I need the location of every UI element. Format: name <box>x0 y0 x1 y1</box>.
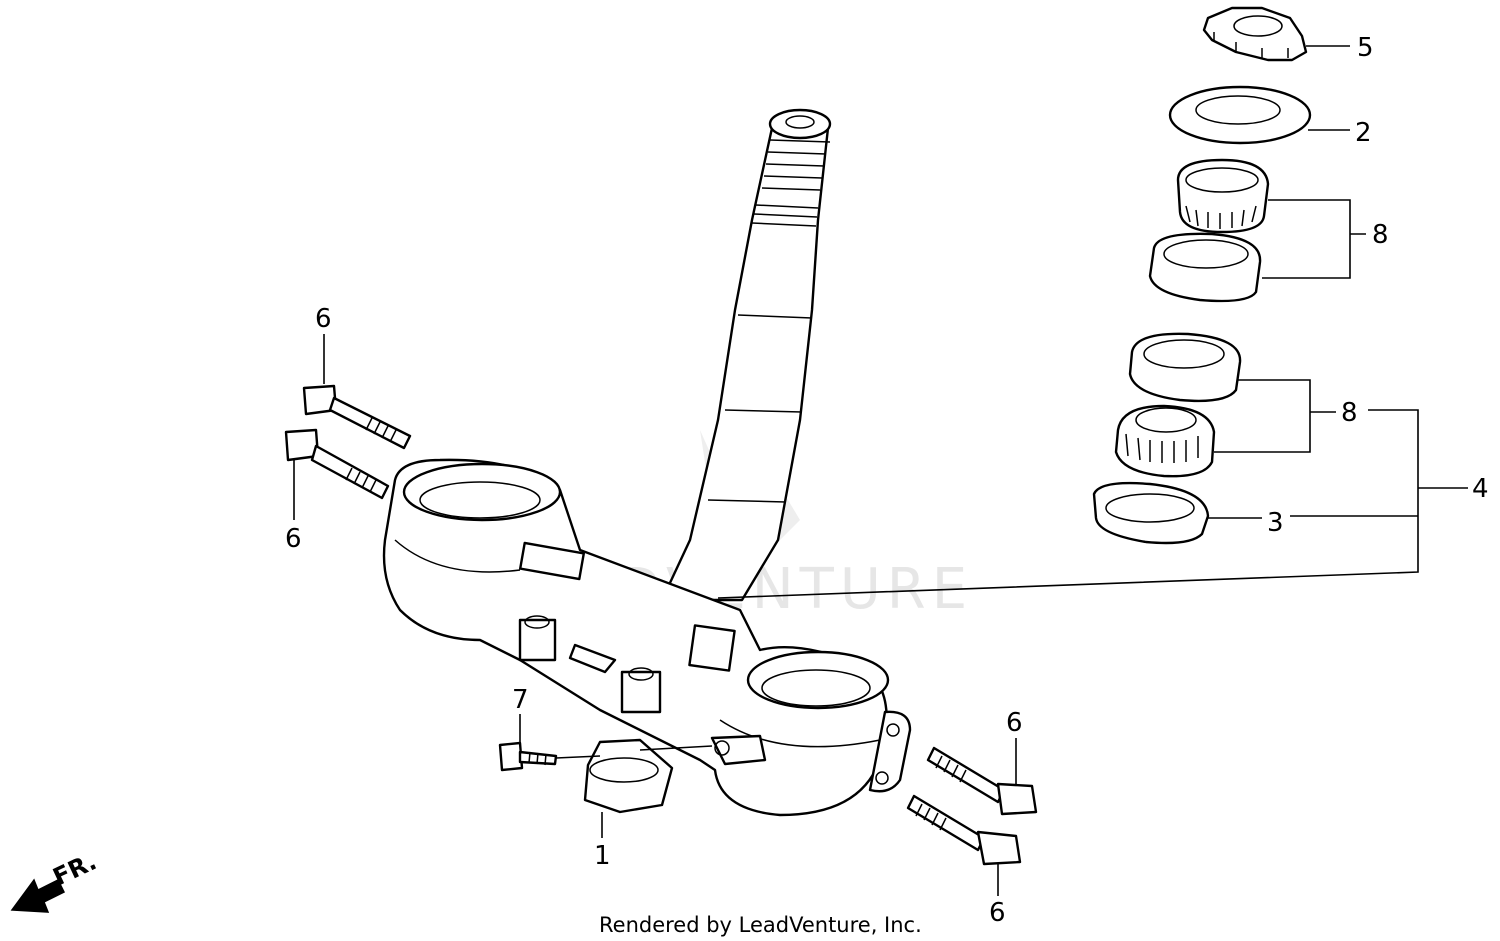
callout-6-right-b: 6 <box>989 898 1006 928</box>
front-label: FR. <box>49 847 101 891</box>
callout-8-lower: 8 <box>1341 398 1358 428</box>
lower-seal <box>1092 481 1210 545</box>
render-credit: Rendered by LeadVenture, Inc. <box>599 913 922 937</box>
lower-bearing <box>1114 404 1216 478</box>
callout-4: 4 <box>1472 474 1489 504</box>
bolt-lower-right-b <box>906 794 1022 866</box>
callout-3: 3 <box>1267 508 1284 538</box>
callout-1: 1 <box>594 841 611 871</box>
bolt-upper-left-b <box>284 428 390 500</box>
bolt-upper-left-a <box>302 384 412 450</box>
callout-6-right-a: 6 <box>1006 708 1023 738</box>
leader-lines <box>293 45 1468 896</box>
lock-nut <box>1202 6 1308 62</box>
front-direction-marker: FR. <box>10 847 101 913</box>
callout-5: 5 <box>1357 33 1374 63</box>
front-arrow-icon <box>10 878 66 913</box>
bolt-lower-right-a <box>926 746 1038 816</box>
callout-7: 7 <box>512 685 529 715</box>
callout-6-top-a: 6 <box>315 304 332 334</box>
lower-race <box>1128 332 1242 403</box>
callout-8-upper: 8 <box>1372 220 1389 250</box>
callout-labels: 5 2 8 8 4 3 6 6 6 6 7 1 <box>285 33 1489 928</box>
bottom-bridge <box>382 458 912 817</box>
steering-stem <box>660 108 832 602</box>
cable-clamp <box>583 738 674 814</box>
upper-race <box>1148 232 1262 303</box>
callout-6-top-b: 6 <box>285 524 302 554</box>
dust-seal <box>1168 85 1312 145</box>
bolt-clamp <box>498 741 558 772</box>
upper-bearing <box>1176 158 1270 234</box>
callout-2: 2 <box>1355 118 1372 148</box>
